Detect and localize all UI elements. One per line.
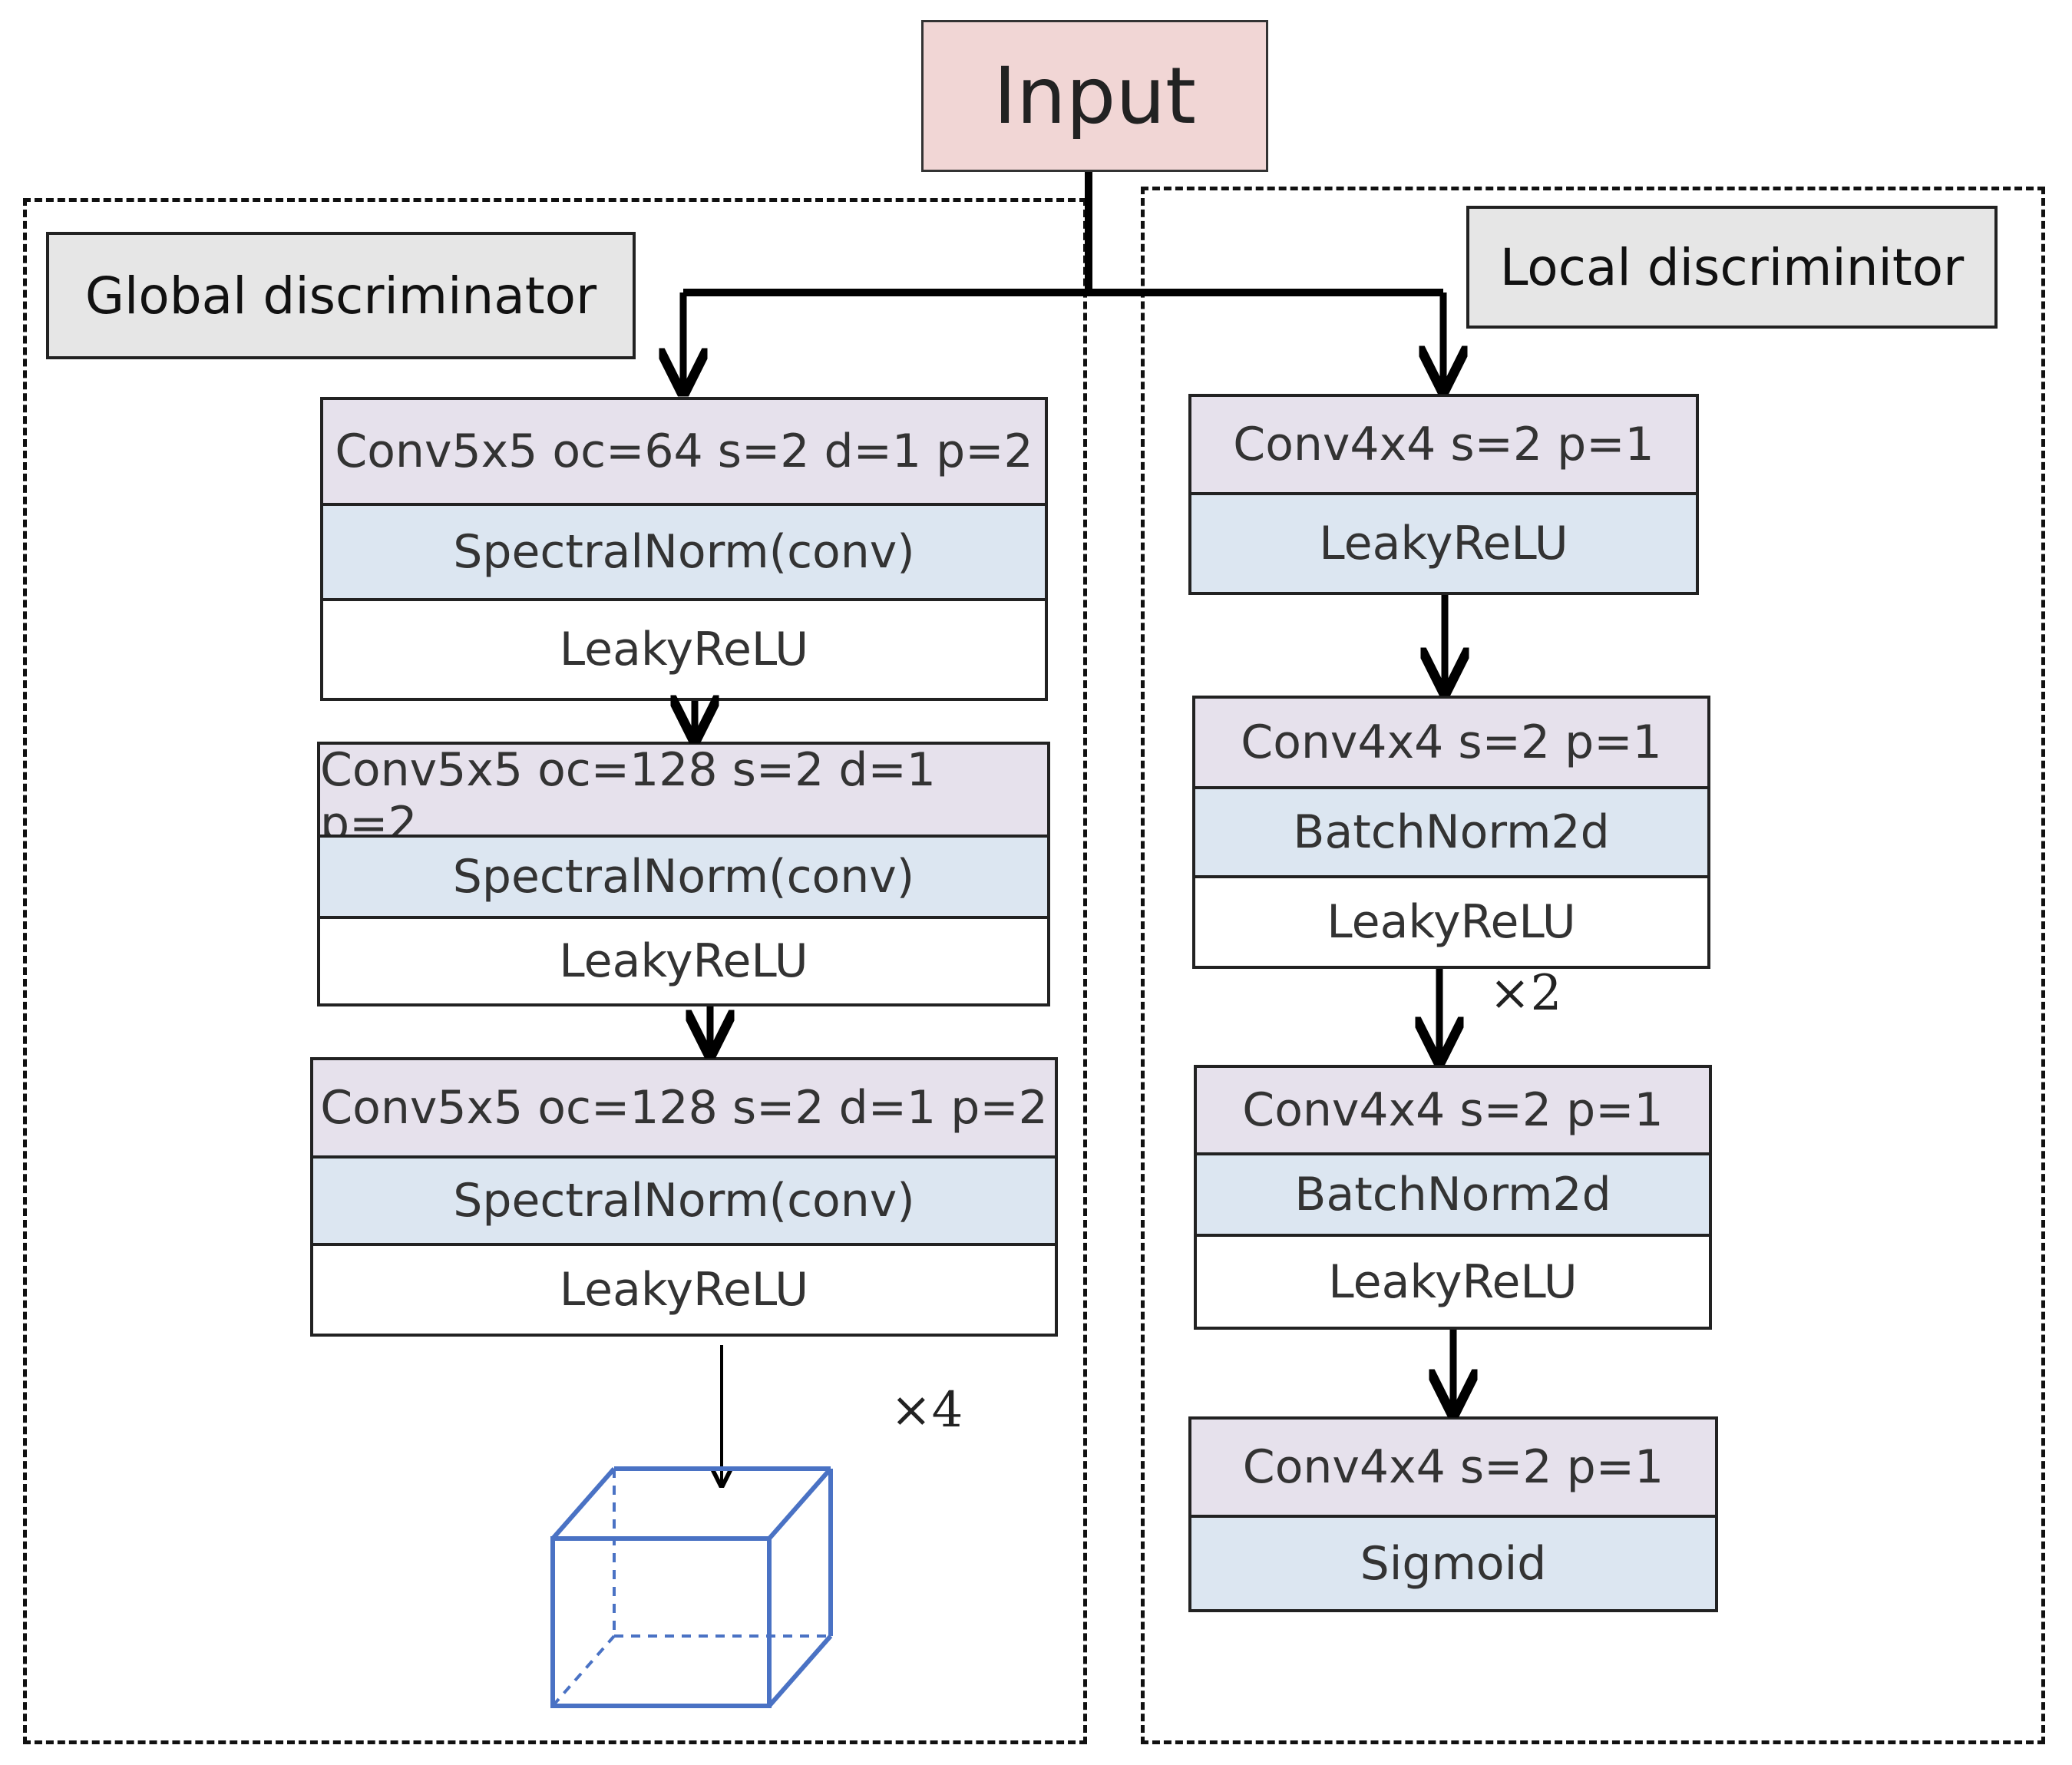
conv-layer: Conv5x5 oc=128 s=2 d=1 p=2 [313, 1060, 1055, 1155]
local-discriminator-panel [1141, 187, 2045, 1744]
norm-layer: BatchNorm2d [1197, 1152, 1709, 1234]
conv-layer: Conv4x4 s=2 p=1 [1191, 397, 1696, 492]
arrows [683, 293, 1453, 1413]
global-discriminator-title: Global discriminator [46, 232, 636, 359]
norm-layer: SpectralNorm(conv) [320, 835, 1047, 916]
cube-icon [550, 1466, 833, 1708]
global-block-3: Conv5x5 oc=128 s=2 d=1 p=2 SpectralNorm(… [310, 1057, 1058, 1337]
activation-layer: LeakyReLU [320, 916, 1047, 1003]
conv-layer: Conv4x4 s=2 p=1 [1195, 699, 1707, 786]
local-block-4: Conv4x4 s=2 p=1 Sigmoid [1188, 1416, 1718, 1612]
input-node: Input [921, 20, 1268, 172]
repeat-label-local: ×2 [1489, 965, 1562, 1022]
local-block-1: Conv4x4 s=2 p=1 LeakyReLU [1188, 394, 1699, 595]
activation-layer: LeakyReLU [323, 598, 1045, 698]
norm-layer: BatchNorm2d [1195, 786, 1707, 875]
split-connector [683, 172, 1443, 296]
norm-layer: SpectralNorm(conv) [323, 503, 1045, 598]
norm-layer: SpectralNorm(conv) [313, 1155, 1055, 1243]
local-block-3: Conv4x4 s=2 p=1 BatchNorm2d LeakyReLU [1194, 1065, 1712, 1330]
repeat-label-global: ×4 [891, 1382, 963, 1439]
activation-layer: LeakyReLU [1197, 1234, 1709, 1327]
conv-layer: Conv4x4 s=2 p=1 [1191, 1420, 1715, 1515]
global-discriminator-panel [23, 198, 1087, 1744]
local-block-2: Conv4x4 s=2 p=1 BatchNorm2d LeakyReLU [1192, 696, 1710, 969]
conv-layer: Conv5x5 oc=64 s=2 d=1 p=2 [323, 400, 1045, 503]
activation-layer: Sigmoid [1191, 1515, 1715, 1609]
input-label: Input [993, 50, 1197, 142]
conv-layer: Conv5x5 oc=128 s=2 d=1 p=2 [320, 743, 1047, 851]
activation-layer: LeakyReLU [313, 1243, 1055, 1334]
local-discriminator-title: Local discriminitor [1466, 206, 1998, 329]
activation-layer: LeakyReLU [1195, 875, 1707, 966]
activation-layer: LeakyReLU [1191, 492, 1696, 592]
global-block-1: Conv5x5 oc=64 s=2 d=1 p=2 SpectralNorm(c… [320, 397, 1048, 701]
conv-layer: Conv4x4 s=2 p=1 [1197, 1068, 1709, 1152]
